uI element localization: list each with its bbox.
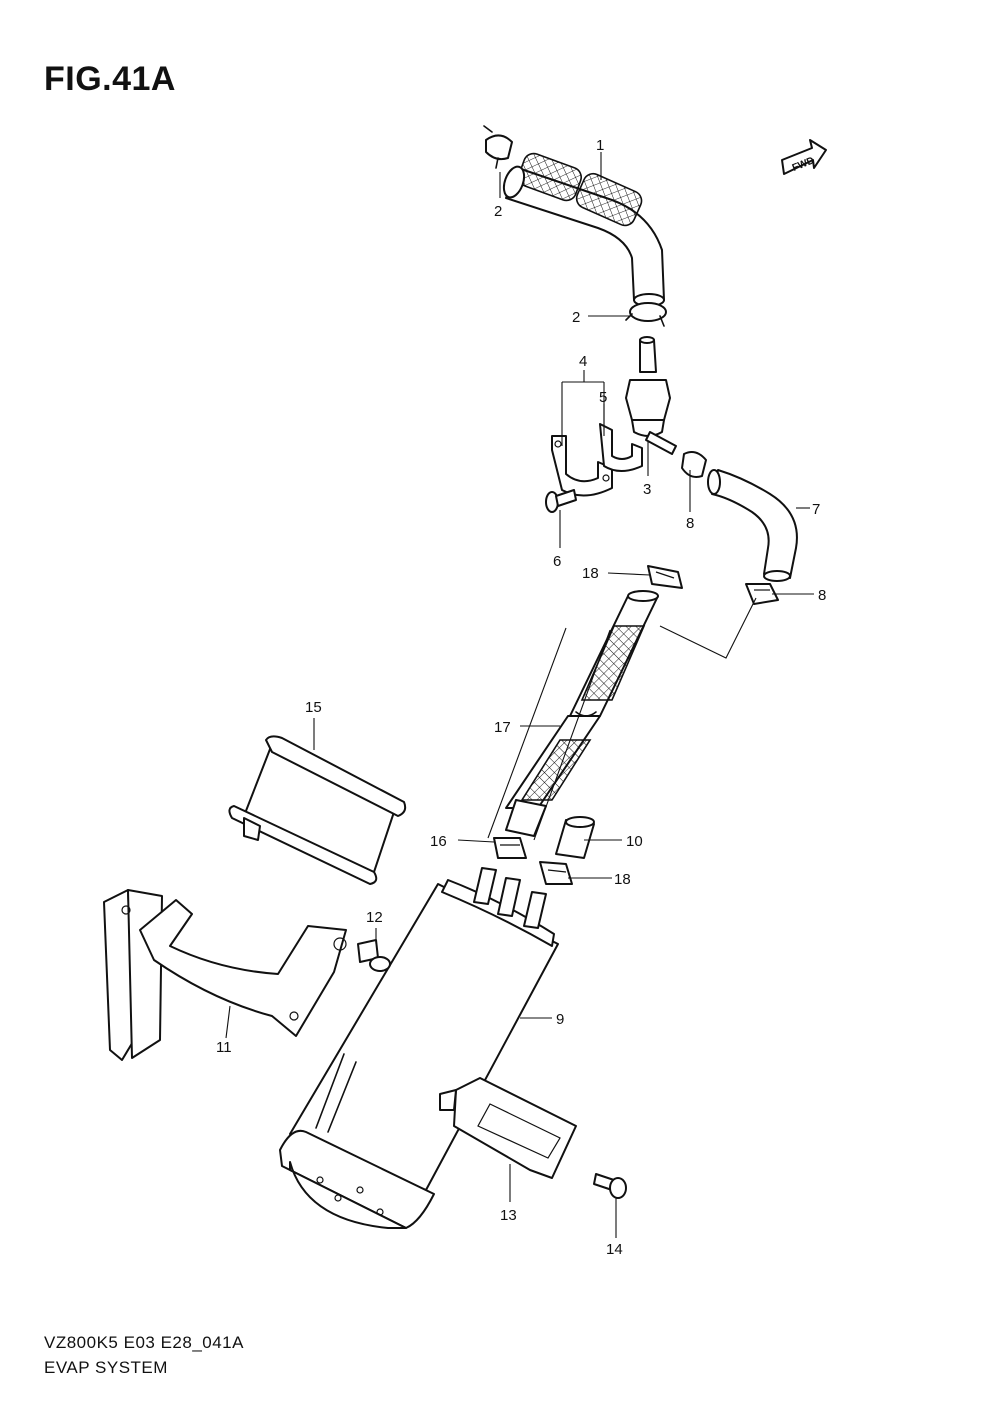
- part-16-clamp: [493, 837, 527, 859]
- part-2-clamp-upper: [483, 125, 513, 169]
- section-name: EVAP SYSTEM: [44, 1358, 168, 1377]
- part-5-bracket-half: [599, 423, 643, 472]
- callout-17: 17: [494, 719, 511, 736]
- part-18-clamp-upper: [647, 565, 683, 589]
- fwd-arrow-icon: FWD: [781, 139, 827, 175]
- part-3-valve: [625, 336, 677, 455]
- callout-4: 4: [579, 353, 587, 370]
- callout-9: 9: [556, 1011, 564, 1028]
- part-13-cover: [439, 1077, 577, 1179]
- callout-3: 3: [643, 481, 651, 498]
- part-1-hose: [502, 152, 665, 307]
- part-10-hose: [555, 816, 595, 859]
- part-8-clamp-upper: [681, 451, 707, 478]
- model-code: VZ800K5 E03 E28_041A: [44, 1333, 244, 1352]
- callout-18-upper: 18: [582, 565, 599, 582]
- callout-13: 13: [500, 1207, 517, 1224]
- part-11-bracket: [103, 889, 347, 1061]
- callout-2-upper: 2: [494, 203, 502, 220]
- part-9-canister: [279, 867, 559, 1229]
- callout-2-lower: 2: [572, 309, 580, 326]
- callout-5: 5: [599, 389, 607, 406]
- part-12-bolt: [357, 939, 391, 972]
- part-14-screw: [593, 1173, 627, 1199]
- part-7-hose: [707, 469, 798, 582]
- part-2-clamp-lower: [625, 302, 667, 327]
- part-6-screw: [545, 489, 577, 513]
- callout-14: 14: [606, 1241, 623, 1258]
- part-17-hose: [505, 590, 659, 837]
- callout-6: 6: [553, 553, 561, 570]
- figure-title: FIG.41A: [44, 60, 176, 98]
- callout-1: 1: [596, 137, 604, 154]
- callout-8-lower: 8: [818, 587, 826, 604]
- callout-10: 10: [626, 833, 643, 850]
- callout-18-lower: 18: [614, 871, 631, 888]
- callout-8-upper: 8: [686, 515, 694, 532]
- callout-12: 12: [366, 909, 383, 926]
- callout-16: 16: [430, 833, 447, 850]
- part-15-filter: [228, 735, 407, 885]
- callout-11: 11: [216, 1039, 232, 1056]
- part-8-clamp-lower: [745, 583, 779, 605]
- part-18-clamp-lower: [539, 861, 573, 885]
- callout-7: 7: [812, 501, 820, 518]
- callout-15: 15: [305, 699, 322, 716]
